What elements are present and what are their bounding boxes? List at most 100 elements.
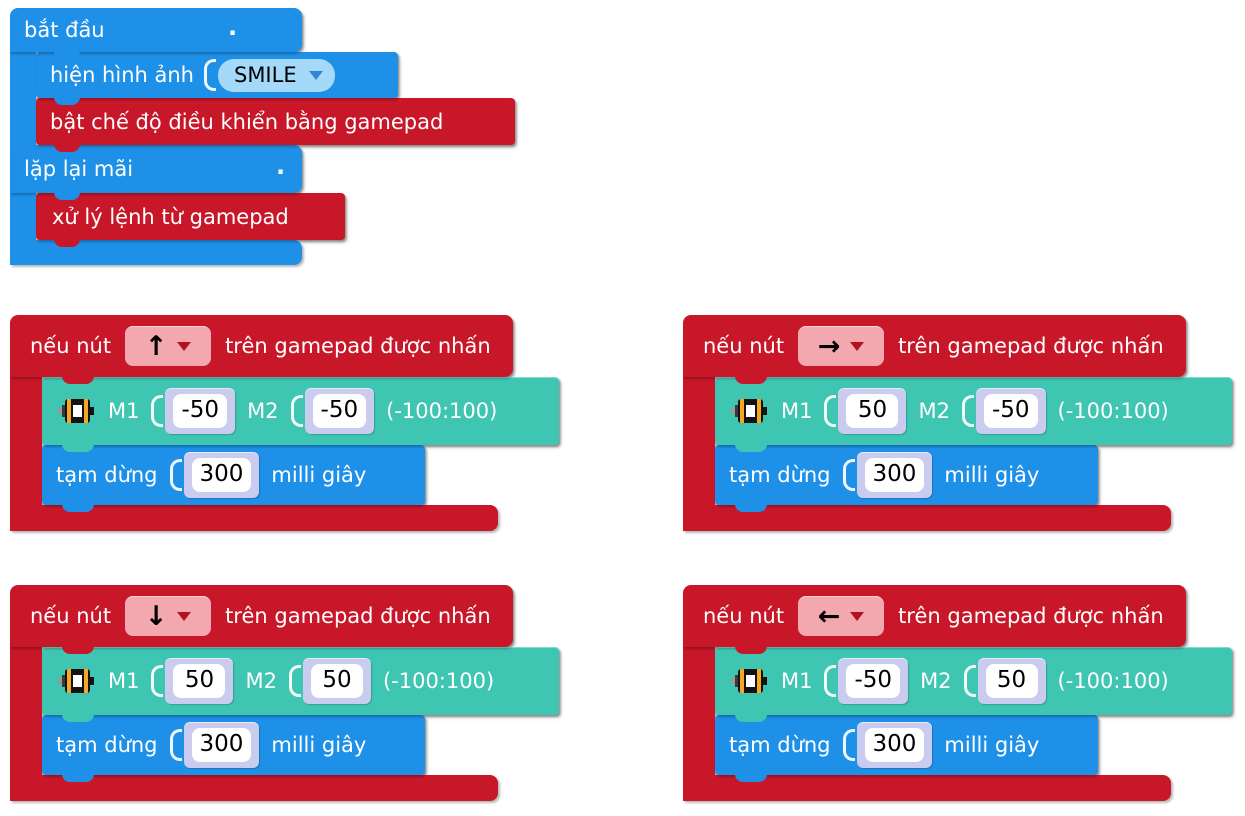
m1-value: 50 [173,664,226,698]
process-gamepad-label: xử lý lệnh từ gamepad [52,204,289,229]
enable-gamepad-block[interactable]: bật chế độ điều khiển bằng gamepad [36,98,515,152]
arrow-up-glyph: ↑ [144,330,168,362]
if-prefix-label: nếu nút [703,334,785,358]
pause-label: tạm dừng [729,463,831,487]
motor-icon [731,666,769,696]
if-block-header[interactable]: nếu nút ← trên gamepad được nhấn [683,585,1186,654]
motor-icon [731,396,769,426]
pause-value: 300 [191,728,252,762]
if-block-right[interactable]: nếu nút → trên gamepad được nhấn M1 50 M… [683,315,1235,533]
dropdown-caret-icon [850,611,865,621]
m2-value-field[interactable]: -50 [975,388,1046,434]
m1-value: -50 [173,394,228,428]
m1-value-field[interactable]: -50 [838,658,909,704]
if-suffix-label: trên gamepad được nhấn [225,604,491,628]
m2-value: -50 [312,394,367,428]
dropdown-caret-icon [308,70,323,80]
motor-range-label: (-100:100) [1057,399,1169,423]
arrow-right-glyph: → [817,330,841,362]
show-image-label: hiện hình ảnh [50,63,194,87]
start-block[interactable]: bắt đầu . hiện hình ảnh SMILE bật chế độ… [10,8,526,266]
m1-value-field[interactable]: -50 [165,388,236,434]
if-prefix-label: nếu nút [703,604,785,628]
image-dropdown[interactable]: SMILE [217,58,335,92]
pause-label: tạm dừng [729,733,831,757]
if-suffix-label: trên gamepad được nhấn [225,334,491,358]
pause-unit-label: milli giây [944,463,1040,487]
m1-label: M1 [108,399,140,423]
if-block-header[interactable]: nếu nút ↓ trên gamepad được nhấn [10,585,513,654]
pause-unit-label: milli giây [271,463,367,487]
if-suffix-label: trên gamepad được nhấn [898,604,1164,628]
pause-label: tạm dừng [56,733,158,757]
pause-value: 300 [191,458,252,492]
direction-dropdown[interactable]: → [798,326,885,366]
m2-label: M2 [245,669,277,693]
arrow-left-glyph: ← [817,600,841,632]
pause-label: tạm dừng [56,463,158,487]
motor-range-label: (-100:100) [1057,669,1169,693]
pause-block[interactable]: tạm dừng 300 milli giây [715,715,1098,782]
if-block-down[interactable]: nếu nút ↓ trên gamepad được nhấn M1 50 M… [10,585,562,803]
m2-value-field[interactable]: 50 [977,658,1046,704]
m2-value: -50 [983,394,1038,428]
process-gamepad-block[interactable]: xử lý lệnh từ gamepad [36,193,345,247]
m1-value: -50 [846,664,901,698]
if-prefix-label: nếu nút [30,334,112,358]
m1-label: M1 [781,399,813,423]
loop-forever-header[interactable]: lặp lại mãi . [10,145,302,200]
motor-block[interactable]: M1 50 M2 -50 (-100:100) [715,377,1232,452]
m2-value-field[interactable]: -50 [304,388,375,434]
motor-block[interactable]: M1 50 M2 50 (-100:100) [42,647,559,722]
dropdown-caret-icon [850,341,865,351]
pause-value-field[interactable]: 300 [856,452,933,498]
motor-range-label: (-100:100) [382,669,495,693]
if-prefix-label: nếu nút [30,604,112,628]
if-block-up[interactable]: nếu nút ↑ trên gamepad được nhấn M1 -50 … [10,315,562,533]
direction-dropdown[interactable]: ↑ [125,326,212,366]
pause-unit-label: milli giây [944,733,1040,757]
start-label: bắt đầu [24,18,105,42]
show-image-block[interactable]: hiện hình ảnh SMILE [36,52,398,105]
pause-value-field[interactable]: 300 [183,722,260,768]
m2-label: M2 [247,399,279,423]
pause-value: 300 [864,728,925,762]
m1-label: M1 [108,669,140,693]
loop-forever-label: lặp lại mãi [24,157,134,181]
if-block-header[interactable]: nếu nút → trên gamepad được nhấn [683,315,1186,384]
m2-value: 50 [310,664,363,698]
direction-dropdown[interactable]: ← [798,596,885,636]
m1-value-field[interactable]: 50 [838,388,907,434]
start-block-header[interactable]: bắt đầu . [10,8,302,59]
loop-header-dot: . [276,152,286,180]
direction-dropdown[interactable]: ↓ [125,596,212,636]
pause-block[interactable]: tạm dừng 300 milli giây [715,445,1098,512]
dropdown-caret-icon [177,611,192,621]
enable-gamepad-label: bật chế độ điều khiển bằng gamepad [50,109,444,134]
m2-label: M2 [918,399,950,423]
start-header-dot: . [228,13,238,41]
m1-label: M1 [781,669,813,693]
if-block-left[interactable]: nếu nút ← trên gamepad được nhấn M1 -50 … [683,585,1235,803]
pause-value: 300 [864,458,925,492]
pause-block[interactable]: tạm dừng 300 milli giây [42,445,425,512]
pause-unit-label: milli giây [271,733,367,757]
image-dropdown-value: SMILE [233,63,297,87]
motor-block[interactable]: M1 -50 M2 50 (-100:100) [715,647,1232,722]
pause-block[interactable]: tạm dừng 300 milli giây [42,715,425,782]
pause-value-field[interactable]: 300 [856,722,933,768]
motor-block[interactable]: M1 -50 M2 -50 (-100:100) [42,377,559,452]
m1-value: 50 [846,394,899,428]
motor-icon [58,666,96,696]
m2-label: M2 [920,669,952,693]
m1-value-field[interactable]: 50 [165,658,234,704]
motor-icon [58,396,96,426]
if-suffix-label: trên gamepad được nhấn [898,334,1164,358]
m2-value: 50 [985,664,1038,698]
m2-value-field[interactable]: 50 [302,658,371,704]
pause-value-field[interactable]: 300 [183,452,260,498]
start-block-footer[interactable] [10,240,302,265]
motor-range-label: (-100:100) [386,399,498,423]
dropdown-caret-icon [177,341,192,351]
if-block-header[interactable]: nếu nút ↑ trên gamepad được nhấn [10,315,513,384]
